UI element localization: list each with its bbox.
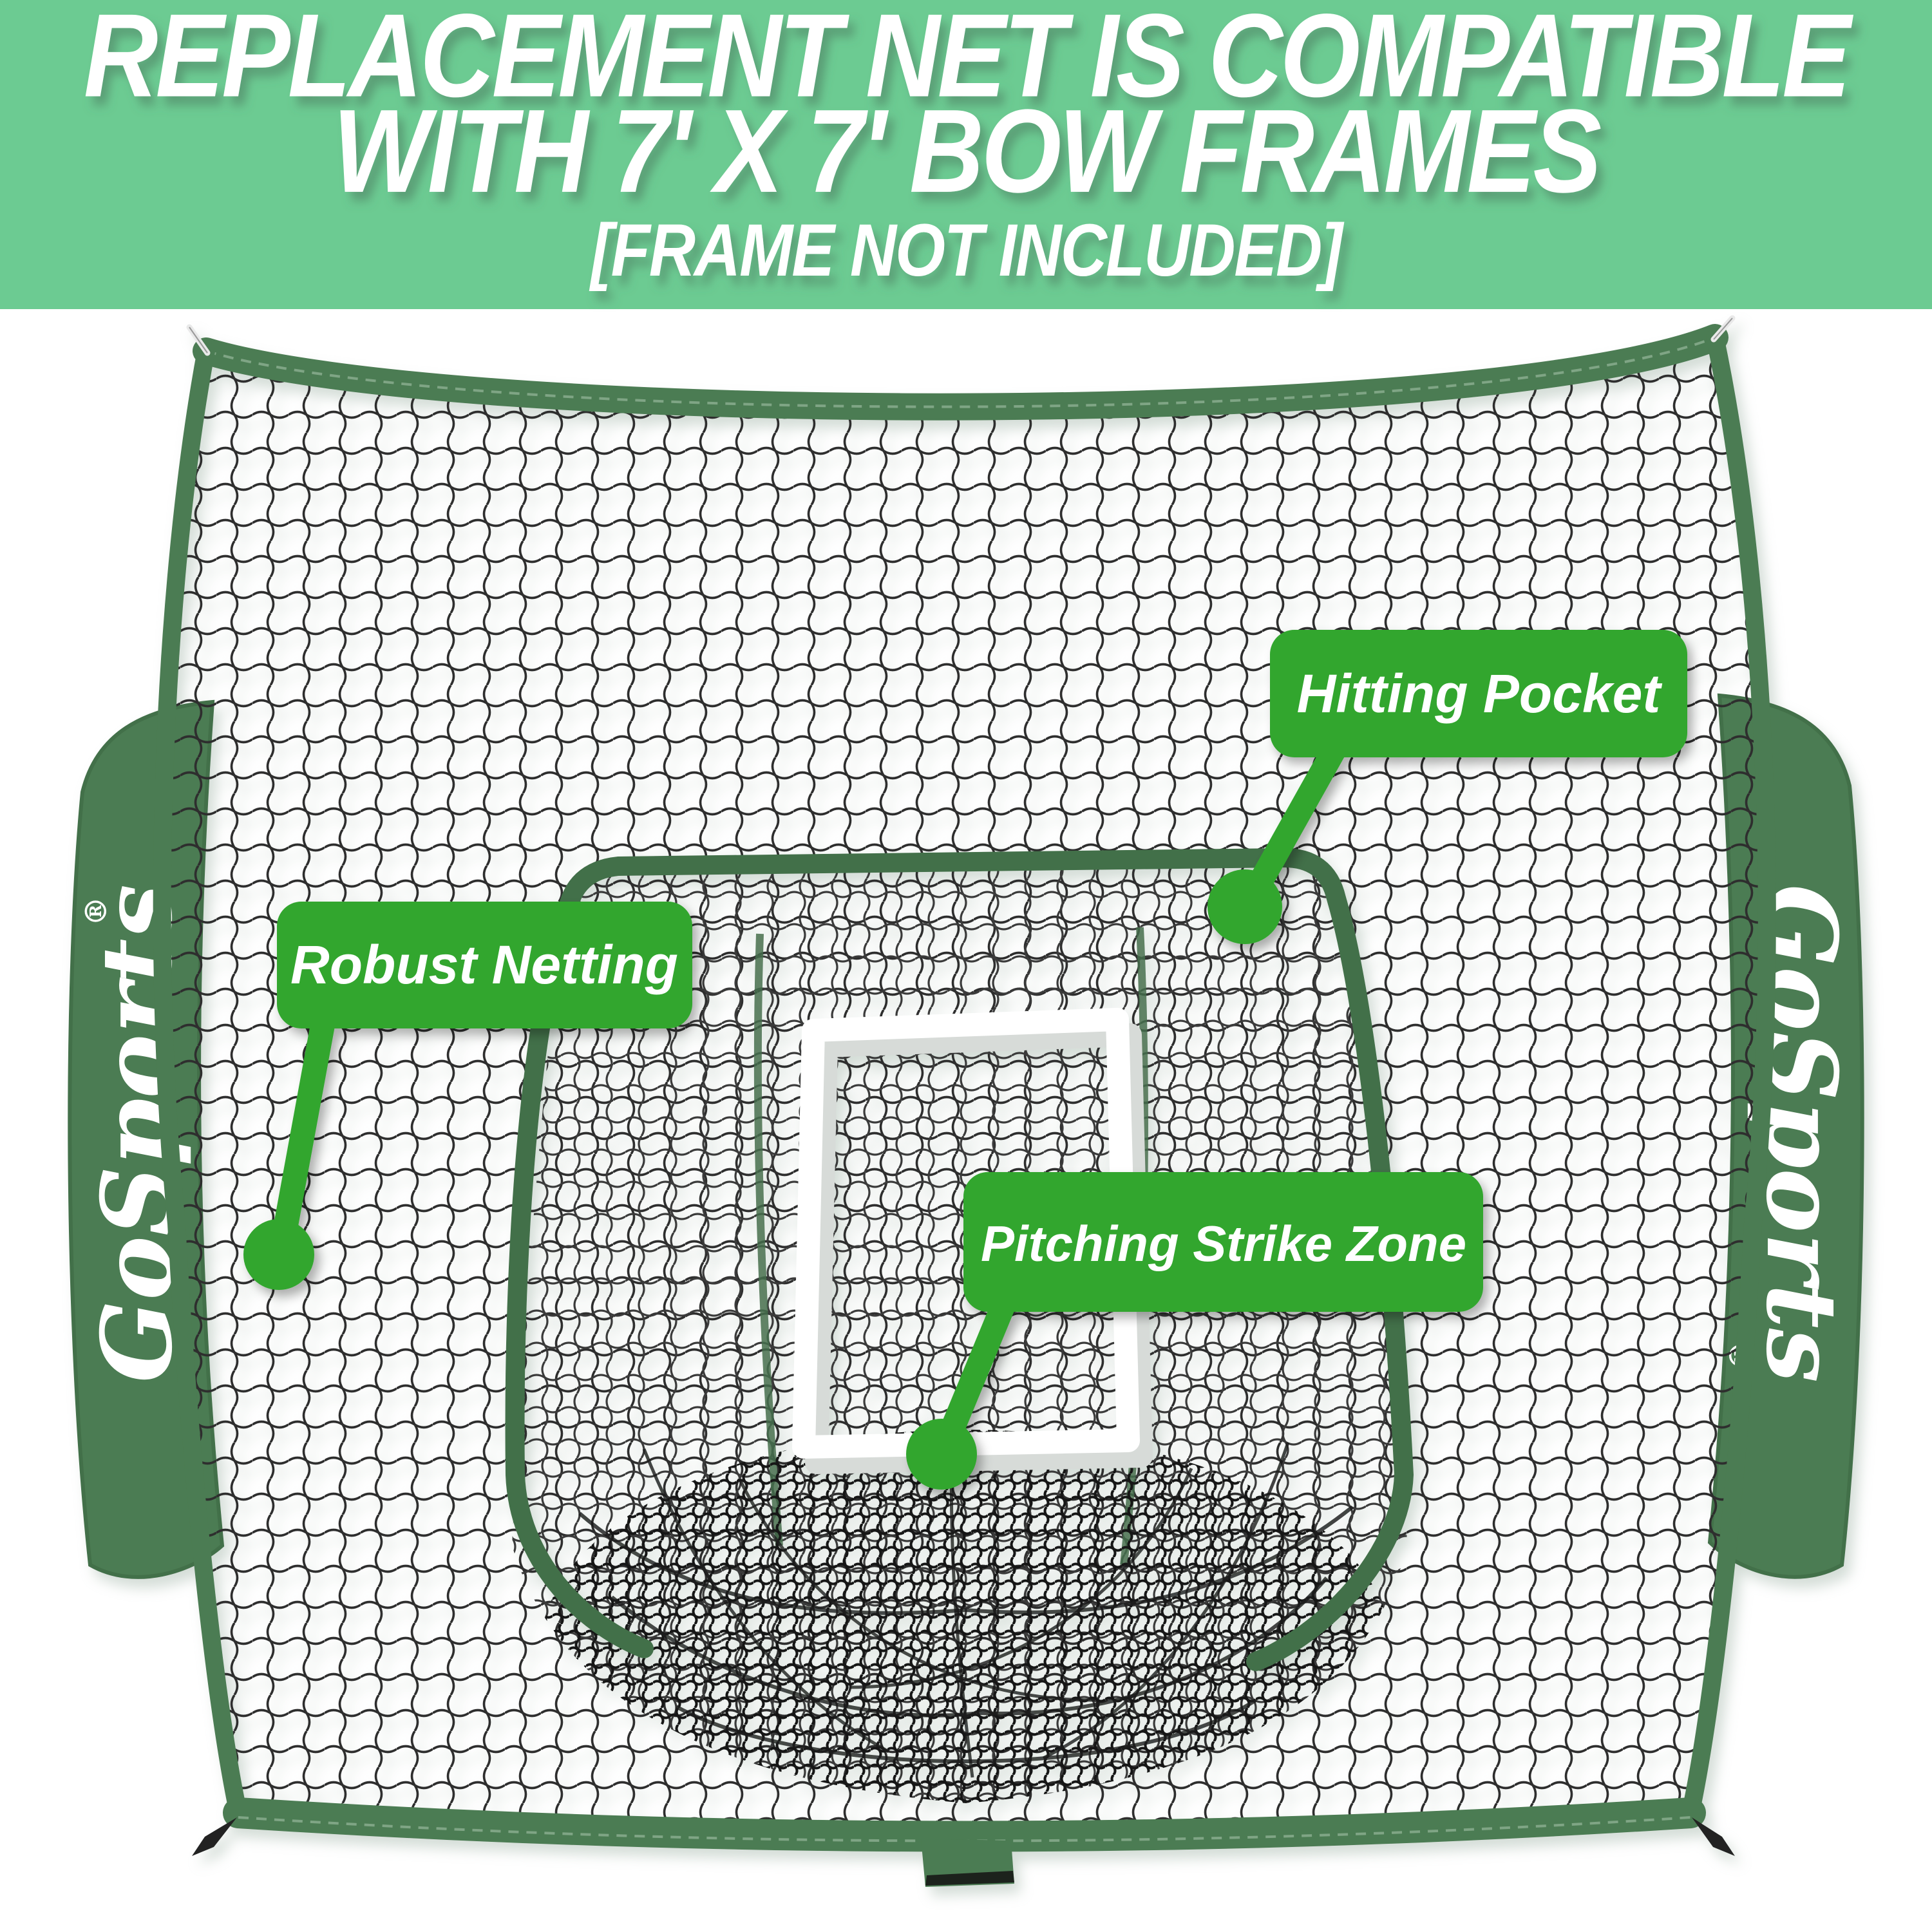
banner-title-line2: WITH 7' X 7' BOW FRAMES bbox=[333, 84, 1601, 217]
banner-background bbox=[0, 0, 1932, 309]
net-trim-bottom bbox=[223, 1797, 1706, 1852]
banner-title: REPLACEMENT NET IS COMPATIBLE WITH 7' X … bbox=[84, 0, 1857, 291]
callout-box bbox=[277, 902, 692, 1028]
corner-string-top-left-outline bbox=[189, 327, 208, 354]
callouts: Hitting Pocket Robust Netting Pitching S… bbox=[243, 630, 1687, 1490]
callout-dot bbox=[906, 1419, 977, 1490]
net-illustration: GoSports ® GoSports ® bbox=[68, 315, 1864, 1887]
registered-mark: ® bbox=[79, 896, 113, 926]
callout-label: Hitting Pocket bbox=[1297, 663, 1663, 724]
callout-label: Pitching Strike Zone bbox=[981, 1215, 1466, 1272]
callout-box bbox=[963, 1172, 1483, 1312]
callout-robust-netting: Robust Netting bbox=[243, 902, 692, 1290]
callout-label: Robust Netting bbox=[290, 934, 678, 995]
net-trim-right bbox=[1681, 328, 1776, 1822]
net-trim bbox=[153, 324, 1776, 1852]
corner-string-top-right-outline bbox=[1713, 317, 1733, 340]
banner-title-line1: REPLACEMENT NET IS COMPATIBLE bbox=[84, 0, 1854, 122]
bottom-tab-edge bbox=[925, 1871, 1014, 1886]
net-trim-left bbox=[153, 342, 247, 1822]
callout-dot bbox=[243, 1219, 314, 1290]
callout-stem bbox=[270, 999, 337, 1258]
corner-stake-bottom-left bbox=[192, 1817, 237, 1856]
callout-stem bbox=[933, 1282, 1020, 1458]
callout-hitting-pocket: Hitting Pocket bbox=[1208, 630, 1687, 944]
strike-zone-frame bbox=[792, 1008, 1153, 1474]
callout-dot bbox=[1208, 869, 1282, 944]
banner: REPLACEMENT NET IS COMPATIBLE WITH 7' X … bbox=[0, 0, 1932, 309]
corner-stake-bottom-right bbox=[1692, 1817, 1735, 1856]
banner-title-line3: [FRAME NOT INCLUDED] bbox=[589, 208, 1345, 291]
callout-box bbox=[1270, 630, 1687, 757]
net-trim-top-stitch bbox=[205, 336, 1716, 408]
callout-pitching-strike-zone: Pitching Strike Zone bbox=[906, 1172, 1483, 1490]
callout-stem bbox=[1237, 728, 1352, 914]
